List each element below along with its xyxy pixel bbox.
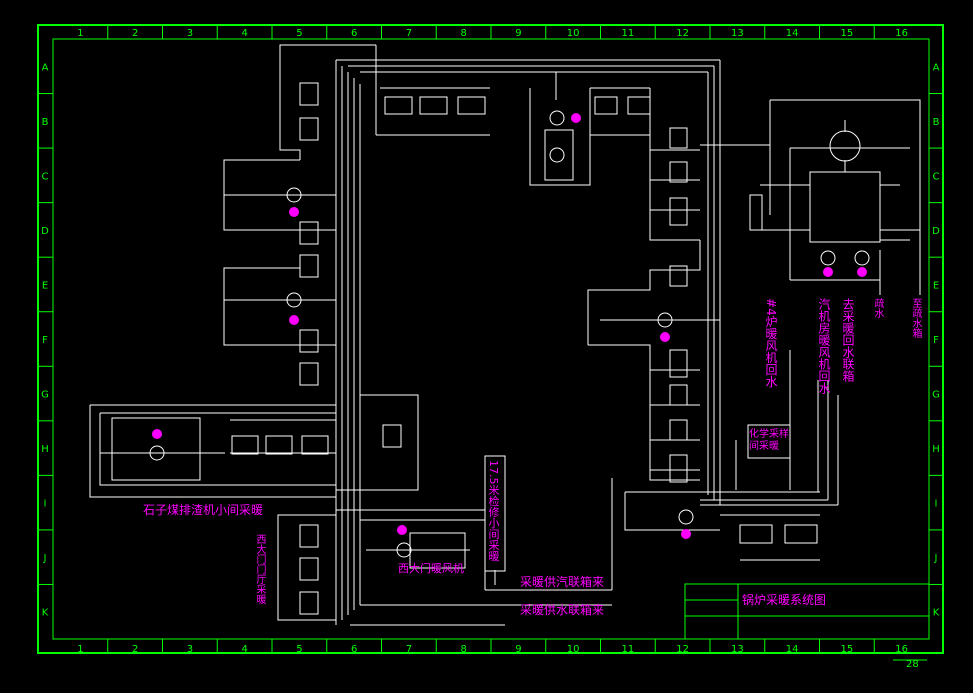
ruler-column-label: 14: [786, 644, 799, 655]
ruler-column-label: 8: [460, 644, 466, 655]
ruler-row-label: B: [933, 117, 940, 128]
ruler-row-label: G: [41, 390, 49, 401]
ruler-column-label: 1: [77, 644, 83, 655]
fan-units: [149, 110, 870, 558]
page-number: 28: [906, 659, 919, 670]
ruler-column-label: 5: [296, 644, 302, 655]
ruler-column-label: 15: [841, 28, 854, 39]
ruler-row-label: A: [42, 62, 49, 73]
radiators: [231, 82, 763, 615]
ruler-row-label: C: [42, 171, 49, 182]
label-boiler4-return: #4炉暖风机回水: [764, 298, 778, 388]
ruler-column-label: 11: [622, 28, 635, 39]
ruler-column-label: 16: [895, 28, 908, 39]
label-chem-room: 化学采样间采暖: [749, 429, 789, 452]
ruler-labels: 1122334455667788991010111112121313141415…: [41, 28, 940, 655]
ruler-column-label: 4: [241, 644, 247, 655]
label-west-gate-fan: 西大门暖风机: [398, 561, 464, 575]
ruler-row-label: K: [42, 608, 49, 619]
ruler-column-label: 12: [676, 28, 689, 39]
label-drain: 疏水: [872, 298, 883, 318]
ruler-row-label: H: [932, 444, 940, 455]
ruler-column-label: 4: [241, 28, 247, 39]
ruler-row-label: F: [42, 335, 48, 346]
ruler-column-label: 5: [296, 28, 302, 39]
ruler-row-label: J: [934, 553, 938, 564]
ruler-column-label: 9: [515, 28, 521, 39]
ruler-column-label: 2: [132, 644, 138, 655]
label-17-5-room: 17.5米检修小间采暖: [487, 460, 500, 562]
ruler-column-label: 9: [515, 644, 521, 655]
ruler-row-label: I: [935, 499, 938, 510]
ruler-column-label: 2: [132, 28, 138, 39]
ruler-column-label: 8: [460, 28, 466, 39]
ruler-column-label: 12: [676, 644, 689, 655]
ruler-row-label: D: [932, 226, 940, 237]
ruler-row-label: I: [44, 499, 47, 510]
ruler-row-label: E: [933, 280, 939, 291]
label-stone-mill: 石子煤排渣机小间采暖: [143, 503, 263, 517]
ruler-column-label: 13: [731, 28, 744, 39]
ruler-ticks: [38, 25, 943, 653]
ruler-column-label: 3: [187, 644, 193, 655]
ruler-row-label: D: [41, 226, 49, 237]
ruler-column-label: 15: [841, 644, 854, 655]
ruler-column-label: 16: [895, 644, 908, 655]
ruler-column-label: 14: [786, 28, 799, 39]
ruler-row-label: F: [933, 335, 939, 346]
ruler-row-label: H: [41, 444, 49, 455]
ruler-column-label: 6: [351, 28, 357, 39]
ruler-row-label: J: [43, 553, 47, 564]
label-to-drain-tank: 至疏水箱: [910, 298, 921, 338]
ruler-row-label: A: [933, 62, 940, 73]
ruler-column-label: 7: [406, 644, 412, 655]
ruler-row-label: B: [42, 117, 49, 128]
motors: [152, 113, 867, 539]
label-return-to-header: 去采暖回水联箱: [841, 298, 855, 382]
pipes: [89, 44, 921, 626]
ruler-row-label: E: [42, 280, 48, 291]
ruler-column-label: 1: [77, 28, 83, 39]
ruler-row-label: K: [933, 608, 940, 619]
ruler-column-label: 11: [622, 644, 635, 655]
ruler-column-label: 10: [567, 28, 580, 39]
ruler-column-label: 7: [406, 28, 412, 39]
drawing-title: 锅炉采暖系统图: [742, 592, 826, 607]
label-supply-water: 采暖供水联箱来: [520, 602, 604, 617]
ruler-column-label: 3: [187, 28, 193, 39]
ruler-column-label: 13: [731, 644, 744, 655]
title-block: [684, 583, 930, 661]
label-west-gate-heating: 西大门门厅采暖: [254, 534, 265, 604]
ruler-row-label: C: [933, 171, 940, 182]
label-turbine-return: 汽机房暖风机回水: [817, 298, 831, 394]
label-supply-steam: 采暖供汽联箱来: [520, 574, 604, 589]
ruler-column-label: 6: [351, 644, 357, 655]
ruler-column-label: 10: [567, 644, 580, 655]
ruler-row-label: G: [932, 390, 940, 401]
